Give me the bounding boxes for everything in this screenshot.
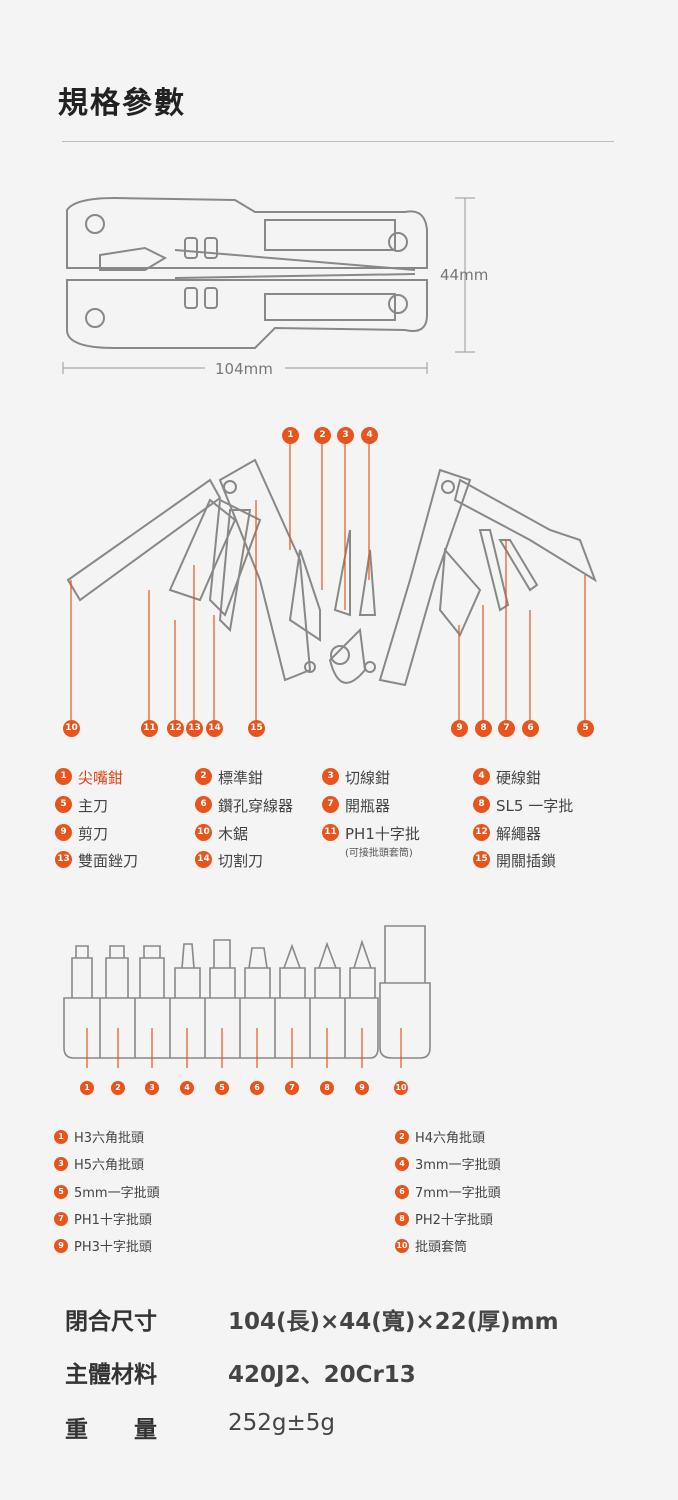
callout-12: 12: [167, 720, 184, 737]
spec-label-material: 主體材料: [65, 1362, 157, 1388]
callout-9: 9: [451, 720, 468, 737]
callout-2: 2: [314, 427, 331, 444]
callout-11: 11: [141, 720, 158, 737]
spec-value-material: 420J2、20Cr13: [228, 1362, 416, 1388]
bit-callout-10: 10: [394, 1081, 408, 1095]
spec-value-weight: 252g±5g: [228, 1410, 336, 1436]
spec-label-size: 閉合尺寸: [65, 1309, 157, 1335]
bit-callout-8: 8: [320, 1081, 334, 1095]
callout-1: 1: [282, 427, 299, 444]
bit-callout-3: 3: [145, 1081, 159, 1095]
callout-5: 5: [577, 720, 594, 737]
callout-6: 6: [522, 720, 539, 737]
open-tool-illustration: [66, 440, 597, 720]
bit-callout-1: 1: [80, 1081, 94, 1095]
height-dimension: 44mm: [440, 266, 489, 284]
bit-callout-9: 9: [355, 1081, 369, 1095]
closed-tool-illustration: [62, 196, 475, 374]
callout-7: 7: [498, 720, 515, 737]
callout-10: 10: [63, 720, 80, 737]
callout-3: 3: [337, 427, 354, 444]
callout-8: 8: [475, 720, 492, 737]
callout-14: 14: [206, 720, 223, 737]
bit-callout-7: 7: [285, 1081, 299, 1095]
callout-13: 13: [186, 720, 203, 737]
bit-callout-4: 4: [180, 1081, 194, 1095]
divider: [62, 141, 614, 142]
bit-set-illustration: [63, 925, 431, 1068]
bit-callout-5: 5: [215, 1081, 229, 1095]
spec-label-weight: 重 量: [65, 1417, 157, 1443]
page-title: 規格參數: [58, 86, 186, 121]
spec-value-size: 104(長)×44(寬)×22(厚)mm: [228, 1309, 559, 1335]
bit-callout-2: 2: [111, 1081, 125, 1095]
bit-callout-6: 6: [250, 1081, 264, 1095]
callout-15: 15: [248, 720, 265, 737]
callout-4: 4: [361, 427, 378, 444]
length-dimension: 104mm: [215, 360, 273, 378]
